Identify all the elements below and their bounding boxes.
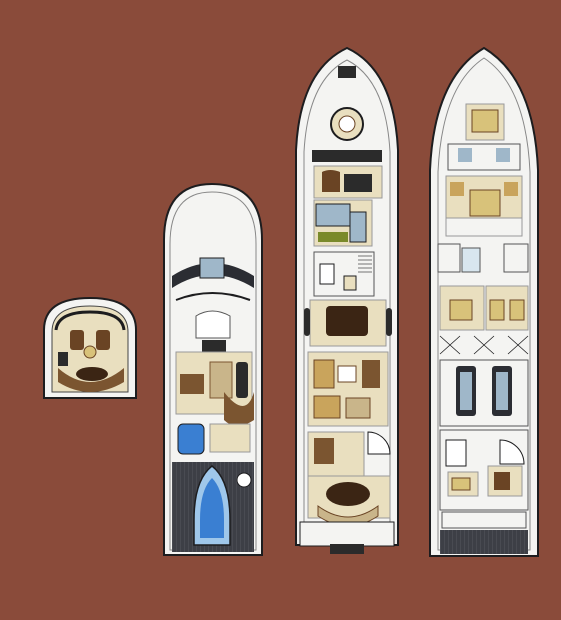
spa-pool (177, 423, 205, 455)
helm-seat (70, 330, 84, 350)
deck-plan-sky-lounge (43, 296, 137, 399)
deck-plan-main-deck (295, 46, 399, 554)
deck-plan-lower-deck (429, 46, 539, 557)
dining-table (326, 306, 368, 336)
galley-counter (315, 203, 351, 227)
aft-deck-table (326, 482, 370, 506)
anchor-well (338, 66, 356, 78)
curved-sofa (58, 368, 124, 392)
engine-room (439, 359, 529, 427)
deck-plan-sun-deck (163, 182, 263, 556)
